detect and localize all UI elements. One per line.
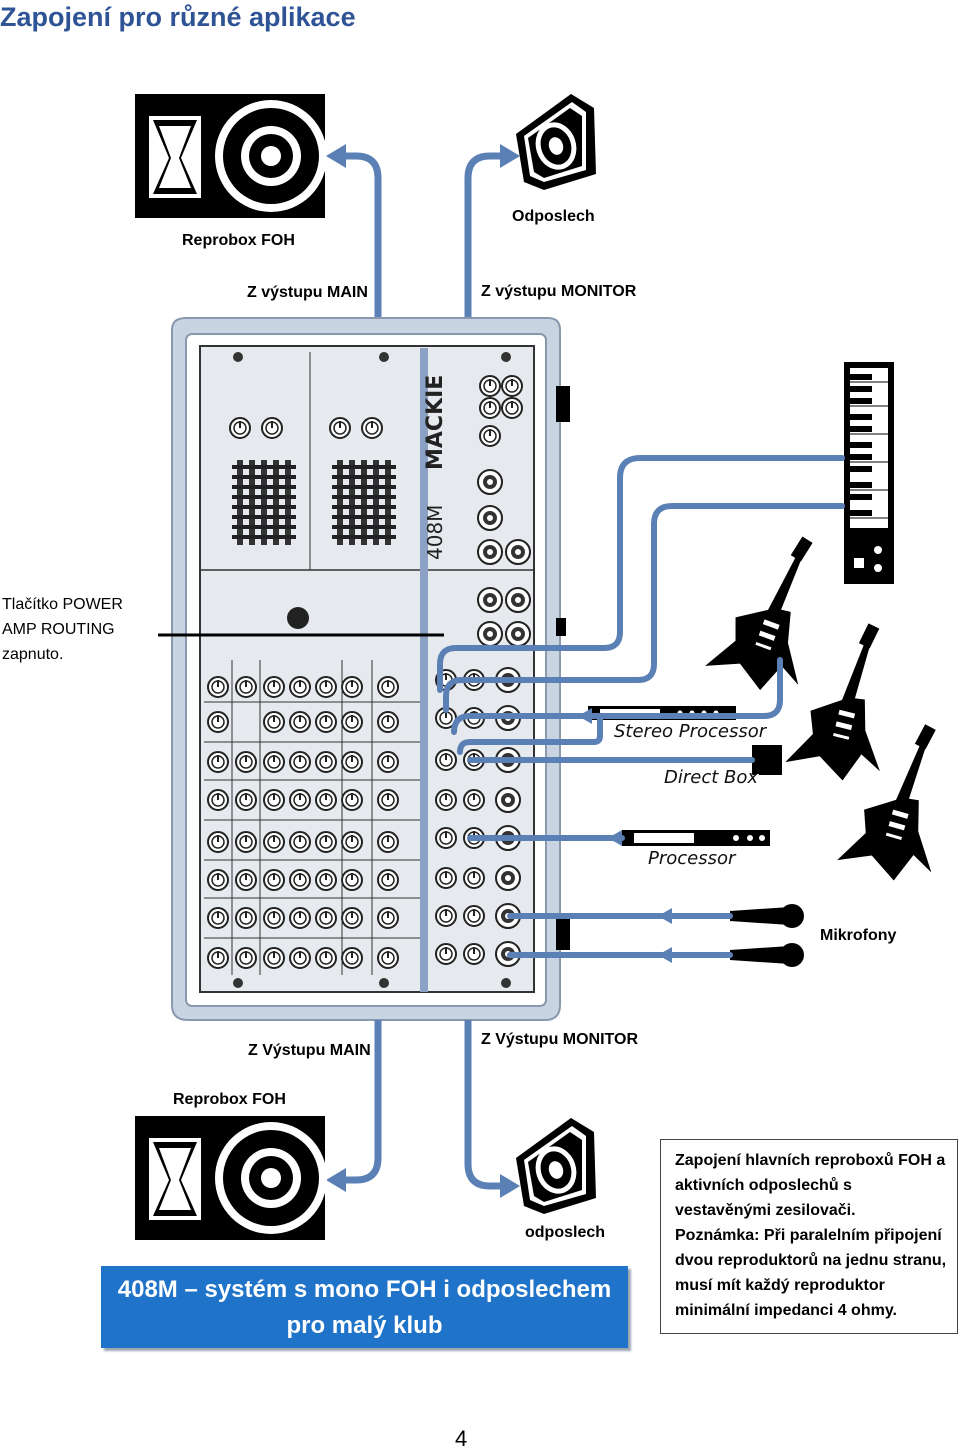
power-note-line3: zapnuto. xyxy=(2,646,64,663)
top-speaker-label: Reprobox FOH xyxy=(182,232,295,249)
stereo-processor-label: Stereo Processor xyxy=(614,721,767,742)
bottom-monitor-label: odposlech xyxy=(525,1224,606,1241)
note-line1: Zapojení hlavních reproboxů FOH a aktivn… xyxy=(675,1152,946,1219)
guitar-icon-2 xyxy=(784,611,914,789)
direct-box-unit xyxy=(752,745,782,775)
microphone-icon-1 xyxy=(730,904,804,928)
power-note-line1: Tlačítko POWER xyxy=(2,596,123,613)
top-monitor-out-label: Z výstupu MONITOR xyxy=(481,283,637,300)
mixer: MACKIE 408M xyxy=(171,317,570,1021)
direct-box-label: Direct Box xyxy=(664,767,759,788)
caption-line1: 408M – systém s mono FOH i odposlechem xyxy=(117,1276,612,1303)
arrow-to-foh-top xyxy=(326,144,346,168)
guitar-icon-1 xyxy=(703,520,847,702)
top-cables xyxy=(340,152,508,318)
note-line2: Poznámka: Při paralelním připojení dvou … xyxy=(675,1227,947,1319)
processor-label: Processor xyxy=(648,848,736,869)
monitor-wedge-bottom xyxy=(516,1118,596,1214)
microphone-icon-2 xyxy=(730,943,804,967)
power-note: Tlačítko POWER AMP ROUTING zapnuto. xyxy=(2,592,123,667)
power-note-line2: AMP ROUTING xyxy=(2,621,115,638)
bottom-main-out-label: Z Výstupu MAIN xyxy=(248,1042,371,1059)
monitor-wedge-top xyxy=(516,94,596,190)
arrow-to-monitor-top xyxy=(500,144,520,168)
input-arrows xyxy=(578,708,672,963)
mixer-model: 408M xyxy=(423,505,447,560)
page-title: Zapojení pro různé aplikace xyxy=(0,2,356,32)
mixer-brand: MACKIE xyxy=(423,375,448,470)
top-main-out-label: Z výstupu MAIN xyxy=(247,284,368,301)
page-number: 4 xyxy=(455,1426,468,1451)
bottom-monitor-out-label: Z Výstupu MONITOR xyxy=(481,1031,639,1048)
keyboard-icon xyxy=(844,362,894,584)
microphones-label: Mikrofony xyxy=(820,927,897,944)
foh-speaker-top xyxy=(135,94,327,218)
bottom-cables xyxy=(340,1020,508,1190)
note-box: Zapojení hlavních reproboxů FOH a aktivn… xyxy=(660,1139,958,1334)
foh-speaker-bottom xyxy=(135,1116,327,1240)
bottom-speaker-label: Reprobox FOH xyxy=(173,1091,286,1108)
input-cables xyxy=(437,455,845,958)
arrow-to-monitor-bottom xyxy=(500,1174,520,1198)
caption-line2: pro malý klub xyxy=(286,1312,443,1339)
processor-unit xyxy=(622,830,770,846)
diagram-caption: 408M – systém s mono FOH i odposlechem p… xyxy=(101,1266,628,1348)
top-monitor-label: Odposlech xyxy=(512,208,595,225)
arrow-to-foh-bottom xyxy=(326,1168,346,1192)
